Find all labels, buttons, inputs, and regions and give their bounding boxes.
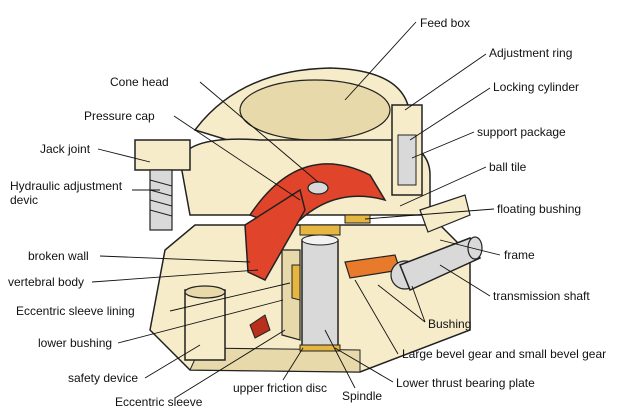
label-bevel-gears: Large bevel gear and small bevel gear	[402, 347, 607, 361]
leader-cone-head	[199, 81, 319, 183]
frame-flange	[419, 194, 471, 233]
leader-floating-bushing	[364, 208, 495, 220]
label-lower-bushing: lower bushing	[38, 336, 113, 350]
label-floating-bushing: floating bushing	[497, 202, 582, 216]
label-locking-cylinder: Locking cylinder	[493, 80, 580, 94]
leader-locking-cylinder	[409, 87, 491, 141]
leader-upper-friction-disc	[282, 347, 304, 381]
leader-transmission-shaft	[439, 264, 491, 297]
leader-safety-device	[144, 344, 201, 379]
leader-vertebral-body	[91, 269, 259, 283]
leader-ball-tile	[399, 166, 487, 207]
leader-bevel-gears	[354, 279, 399, 355]
label-broken-wall: broken wall	[28, 249, 89, 263]
label-lower-thrust-bearing-plate: Lower thrust bearing plate	[396, 376, 535, 390]
leader-eccentric-sleeve-lining	[169, 282, 291, 312]
label-spindle: Spindle	[342, 389, 383, 403]
leader-feed-box	[344, 21, 417, 101]
leader-bushing-a	[411, 285, 426, 323]
broken-wall-shape	[244, 188, 306, 281]
spindle-shape	[301, 239, 339, 351]
label-cone-head: Cone head	[110, 75, 169, 89]
support-package-shape	[397, 134, 417, 186]
transmission-shaft-shape	[399, 237, 482, 292]
label-eccentric-sleeve: Eccentric sleeve	[115, 395, 203, 409]
label-hydraulic-adjustment-2: devic	[10, 193, 39, 207]
label-safety-device: safety device	[68, 371, 139, 385]
leader-broken-wall	[99, 255, 251, 263]
leader-frame	[439, 239, 501, 256]
leader-eccentric-sleeve	[174, 329, 286, 399]
label-transmission-shaft: transmission shaft	[493, 289, 590, 303]
leader-support-package	[411, 131, 475, 159]
leader-lower-thrust-bearing	[334, 347, 394, 383]
label-jack-joint: Jack joint	[40, 142, 91, 156]
label-adjustment-ring: Adjustment ring	[489, 46, 573, 60]
leader-lines	[91, 21, 501, 399]
eccentric-sleeve-lining-shape	[291, 264, 301, 301]
hydraulic-device-shape	[149, 169, 173, 231]
label-vertebral-body: vertebral body	[8, 275, 85, 289]
transmission-shaft-end	[467, 236, 483, 260]
leader-bushing-b	[377, 284, 426, 323]
leader-pressure-cap	[173, 115, 301, 201]
label-pressure-cap: Pressure cap	[84, 109, 155, 123]
leader-jack-joint	[97, 148, 151, 163]
leader-lower-bushing	[117, 299, 284, 344]
label-support-package: support package	[477, 125, 566, 139]
leader-adjustment-ring	[404, 53, 487, 111]
label-feed-box: Feed box	[420, 16, 471, 30]
hydraulic-spring	[149, 179, 173, 217]
label-hydraulic-adjustment-1: Hydraulic adjustment	[10, 179, 123, 193]
label-bushing: Bushing	[428, 317, 472, 331]
safety-device-housing	[184, 289, 226, 361]
feed-box-opening	[239, 79, 391, 141]
jack-joint-shape	[134, 139, 191, 171]
label-frame: frame	[504, 248, 535, 262]
label-ball-tile: ball tile	[489, 160, 527, 174]
safety-device-cap	[184, 285, 226, 299]
label-upper-friction-disc: upper friction disc	[233, 381, 328, 395]
leader-spindle	[324, 329, 356, 389]
spindle-top	[301, 234, 339, 246]
label-eccentric-sleeve-lining: Eccentric sleeve lining	[16, 304, 135, 318]
lower-thrust-bearing-plate-shape	[299, 344, 341, 352]
lower-red-liner	[249, 314, 271, 339]
pressure-cap-shape	[307, 181, 329, 195]
ball-tile-shape	[299, 224, 341, 236]
